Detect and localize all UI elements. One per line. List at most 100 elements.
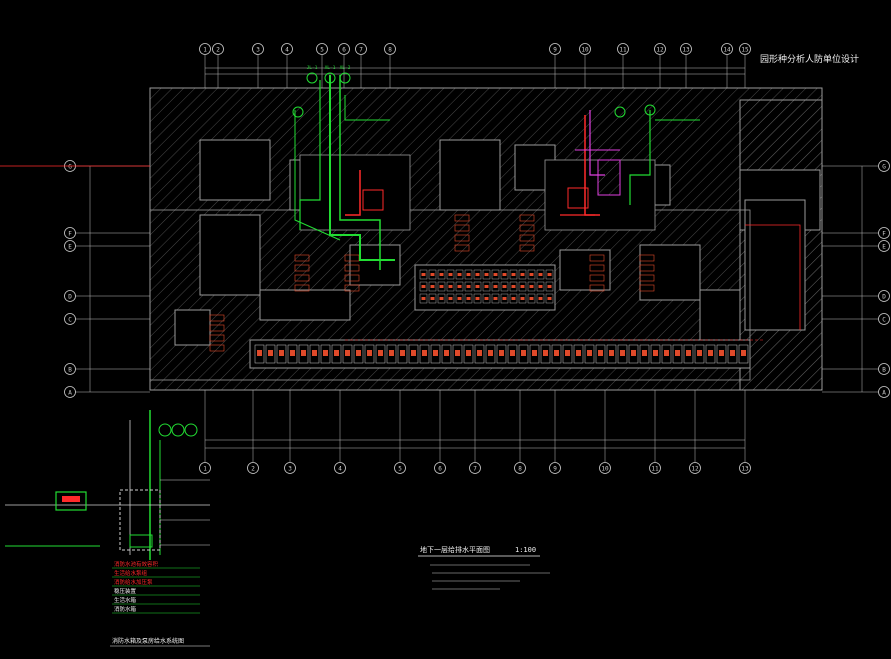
axis-bubble-top [680,43,692,55]
axis-label-top: 9 [553,47,557,54]
parking-stall [595,344,606,364]
stall-marker [444,350,449,356]
parking-stall [320,344,331,364]
parking-stall [545,293,554,304]
parking-stall [473,269,482,280]
axis-bubble-bottom [599,462,611,474]
stall-marker [421,273,426,276]
parking-stall [428,293,437,304]
stall-marker [421,297,426,300]
shaft-magenta [597,159,621,196]
axis-bubble-bottom [247,462,259,474]
axis-label-right: D [882,294,886,301]
stall-marker [547,285,552,288]
axis-bubble-top [281,43,293,55]
stall-marker [521,350,526,356]
water-pipes [294,75,700,270]
axis-label-right: A [882,390,886,397]
stall-marker [312,350,317,356]
axis-label-left: C [68,317,72,324]
parking-stall [474,344,485,364]
parking-stall [545,281,554,292]
axis-bubble-right [878,386,890,398]
parking-stall [287,344,298,364]
stall-marker [502,273,507,276]
stall-marker [543,350,548,356]
stall-marker [576,350,581,356]
parking-stall [650,344,661,364]
axis-bubble-top [721,43,733,55]
parking-stall [353,344,364,364]
room [174,309,211,346]
equipment-mark [519,224,535,232]
stall-marker [502,297,507,300]
axis-label-top: 14 [723,47,731,54]
axis-bubble-top [549,43,561,55]
axis-label-left: E [68,244,72,251]
parking-stall [705,344,716,364]
axis-bubble-left [64,363,76,375]
stall-marker [499,350,504,356]
axis-bubble-left [64,290,76,302]
pump-room-right [567,187,589,209]
stall-marker [439,285,444,288]
stall-marker [529,297,534,300]
riser-label: JL-1 [307,65,318,71]
stall-marker [422,350,427,356]
equipment-mark [209,334,225,342]
equipment-mark [454,214,470,222]
legend-item: 生活水箱 [114,596,137,604]
stall-marker [520,285,525,288]
stall-marker [466,350,471,356]
axis-bubble-top [199,43,211,55]
stall-marker [609,350,614,356]
riser-title: 消防水箱及泵房给水系统图 [112,637,184,645]
parking-stall [473,281,482,292]
drain-pipes [575,110,620,176]
stall-marker [675,350,680,356]
parking-stall [496,344,507,364]
parking-stall [265,344,276,364]
title-note: 园形种分析人防单位设计 [760,53,859,65]
stall-marker [457,285,462,288]
parking-stall [397,344,408,364]
axis-bubble-top [316,43,328,55]
parking-stall [482,293,491,304]
parking-stall [437,293,446,304]
plan-title: 地下一层给排水平面图 [420,545,490,554]
stall-marker [290,350,295,356]
axis-bubble-right [878,227,890,239]
parking-stall [672,344,683,364]
parking-stall [437,281,446,292]
equipment-mark [294,274,310,282]
stall-marker [538,285,543,288]
parking-stall [419,269,428,280]
stall-marker [547,297,552,300]
axis-label-bottom: 5 [398,466,402,473]
parking-stall [509,281,518,292]
axis-bubble-right [878,290,890,302]
axis-bubble-bottom [334,462,346,474]
parking-stall [455,293,464,304]
parking-stall [500,281,509,292]
stall-marker [430,273,435,276]
axis-label-top: 7 [359,47,363,54]
axis-label-right: E [882,244,886,251]
stall-marker [323,350,328,356]
axis-bubble-left [64,240,76,252]
parking-stall [617,344,628,364]
room [199,139,271,201]
stall-marker [511,297,516,300]
axis-label-bottom: 2 [251,466,255,473]
stall-marker [475,285,480,288]
axis-bubble-left [64,227,76,239]
equipment-mark [209,344,225,352]
axis-bubble-bottom [284,462,296,474]
stall-marker [484,273,489,276]
axis-label-top: 13 [682,47,690,54]
equipment-mark [639,274,655,282]
parking-stall [419,344,430,364]
stall-marker [620,350,625,356]
